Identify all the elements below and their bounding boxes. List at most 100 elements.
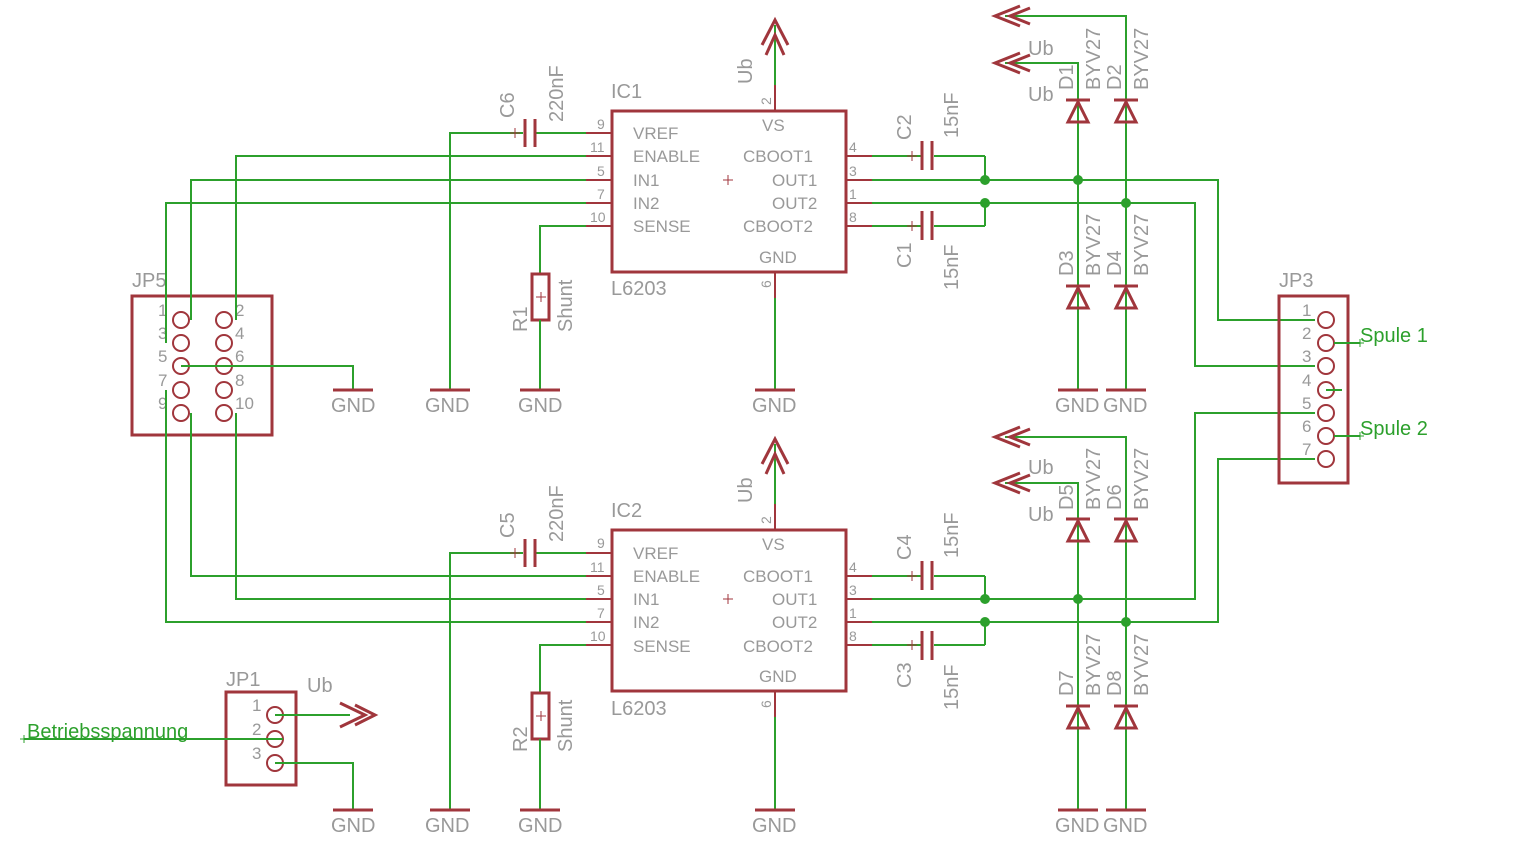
svg-text:6: 6 xyxy=(1302,417,1311,436)
svg-text:15nF: 15nF xyxy=(941,92,963,138)
connector-jp5: JP5 1 2 3 4 5 6 7 8 9 10 xyxy=(130,270,274,437)
ic1-ref: IC1 xyxy=(611,81,642,103)
svg-text:9: 9 xyxy=(597,116,605,132)
svg-text:Ub: Ub xyxy=(735,477,757,503)
gnd-symbols xyxy=(333,388,1146,812)
svg-text:5: 5 xyxy=(158,347,167,366)
svg-text:IN1: IN1 xyxy=(633,171,659,190)
svg-text:C4: C4 xyxy=(894,534,916,560)
svg-text:9: 9 xyxy=(158,394,167,413)
svg-text:D7: D7 xyxy=(1056,670,1078,696)
diode-d4: D4 BYV27 xyxy=(1104,203,1153,390)
svg-text:D6: D6 xyxy=(1104,484,1126,510)
cap-c2: C2 15nF xyxy=(872,92,986,180)
svg-text:5: 5 xyxy=(1302,394,1311,413)
svg-text:C6: C6 xyxy=(497,92,519,118)
svg-text:8: 8 xyxy=(849,628,857,644)
ic2-part: L6203 xyxy=(611,698,667,720)
svg-text:5: 5 xyxy=(597,163,605,179)
svg-text:IN1: IN1 xyxy=(633,590,659,609)
svg-text:4: 4 xyxy=(235,324,244,343)
svg-text:OUT1: OUT1 xyxy=(772,590,817,609)
svg-text:R1: R1 xyxy=(510,306,532,332)
svg-text:GND: GND xyxy=(1103,395,1147,417)
svg-text:3: 3 xyxy=(849,582,857,598)
svg-text:1: 1 xyxy=(158,301,167,320)
resistor-r2: R2 Shunt xyxy=(510,644,586,810)
svg-text:CBOOT1: CBOOT1 xyxy=(743,147,813,166)
svg-text:Ub: Ub xyxy=(307,675,333,697)
betriebsspannung-label: Betriebsspannung xyxy=(27,721,188,743)
diode-d2: D2 BYV27 xyxy=(1104,28,1153,203)
svg-text:R2: R2 xyxy=(510,726,532,752)
diode-d6: D6 BYV27 xyxy=(1104,448,1153,622)
svg-text:GND: GND xyxy=(331,815,375,837)
svg-text:ENABLE: ENABLE xyxy=(633,147,700,166)
svg-text:8: 8 xyxy=(849,209,857,225)
svg-text:2: 2 xyxy=(235,301,244,320)
jp5-pins xyxy=(172,311,233,422)
svg-text:3: 3 xyxy=(158,324,167,343)
svg-text:6: 6 xyxy=(235,347,244,366)
svg-text:OUT2: OUT2 xyxy=(772,194,817,213)
svg-text:15nF: 15nF xyxy=(941,244,963,290)
svg-text:2: 2 xyxy=(1302,324,1311,343)
svg-text:1: 1 xyxy=(252,696,261,715)
svg-text:D8: D8 xyxy=(1104,670,1126,696)
svg-text:7: 7 xyxy=(158,371,167,390)
svg-text:Ub: Ub xyxy=(1028,457,1054,479)
svg-text:4: 4 xyxy=(849,559,857,575)
svg-text:11: 11 xyxy=(590,559,605,575)
svg-text:3: 3 xyxy=(849,163,857,179)
ub-arrows-upper-diodes: Ub Ub xyxy=(990,4,1127,106)
svg-text:GND: GND xyxy=(425,815,469,837)
svg-text:10: 10 xyxy=(590,209,606,225)
lower-output-nets xyxy=(872,412,1315,627)
cap-c4: C4 15nF xyxy=(872,512,986,599)
svg-text:C1: C1 xyxy=(894,242,916,268)
resistor-r1: R1 Shunt xyxy=(510,225,586,390)
svg-text:Ub: Ub xyxy=(1028,38,1054,60)
cap-c3: C3 15nF xyxy=(872,622,986,710)
svg-text:Ub: Ub xyxy=(1028,504,1054,526)
svg-text:1: 1 xyxy=(849,186,857,202)
svg-text:VREF: VREF xyxy=(633,124,678,143)
svg-text:3: 3 xyxy=(252,744,261,763)
svg-text:7: 7 xyxy=(597,605,605,621)
svg-text:GND: GND xyxy=(1055,815,1099,837)
svg-text:Ub: Ub xyxy=(735,58,757,84)
cap-c1: C1 15nF xyxy=(872,203,986,290)
svg-text:2: 2 xyxy=(758,97,774,105)
svg-text:Shunt: Shunt xyxy=(555,699,577,752)
gnd-labels: GND GND GND GND GND GND GND GND GND GND … xyxy=(331,395,1147,837)
svg-text:GND: GND xyxy=(331,395,375,417)
svg-text:VS: VS xyxy=(762,535,785,554)
svg-text:6: 6 xyxy=(758,700,774,708)
svg-text:4: 4 xyxy=(849,139,857,155)
svg-text:IN2: IN2 xyxy=(633,194,659,213)
connector-jp3: JP3 1 2 3 4 5 6 7 Spule 1 Spule 2 xyxy=(1277,270,1428,485)
svg-text:GND: GND xyxy=(518,395,562,417)
svg-text:10: 10 xyxy=(590,628,606,644)
svg-text:8: 8 xyxy=(235,371,244,390)
svg-text:6: 6 xyxy=(758,280,774,288)
svg-text:10: 10 xyxy=(235,394,254,413)
svg-text:BYV27: BYV27 xyxy=(1083,28,1105,90)
svg-text:7: 7 xyxy=(1302,440,1311,459)
svg-text:D5: D5 xyxy=(1056,484,1078,510)
svg-text:JP1: JP1 xyxy=(226,669,260,691)
svg-text:VS: VS xyxy=(762,116,785,135)
svg-text:1: 1 xyxy=(849,605,857,621)
ic2: IC2 L6203 VREF ENABLE IN1 IN2 SENSE VS C… xyxy=(586,500,872,720)
svg-text:BYV27: BYV27 xyxy=(1131,448,1153,510)
svg-text:1: 1 xyxy=(1302,301,1311,320)
ic2-ref: IC2 xyxy=(611,500,642,522)
diode-d3: D3 BYV27 xyxy=(1056,180,1105,390)
svg-text:4: 4 xyxy=(1302,371,1311,390)
svg-text:JP3: JP3 xyxy=(1279,270,1313,292)
diode-d5: D5 BYV27 xyxy=(1056,448,1105,599)
svg-text:15nF: 15nF xyxy=(941,512,963,558)
svg-text:220nF: 220nF xyxy=(546,485,568,542)
svg-text:BYV27: BYV27 xyxy=(1131,634,1153,696)
jp5-wires xyxy=(165,155,612,623)
